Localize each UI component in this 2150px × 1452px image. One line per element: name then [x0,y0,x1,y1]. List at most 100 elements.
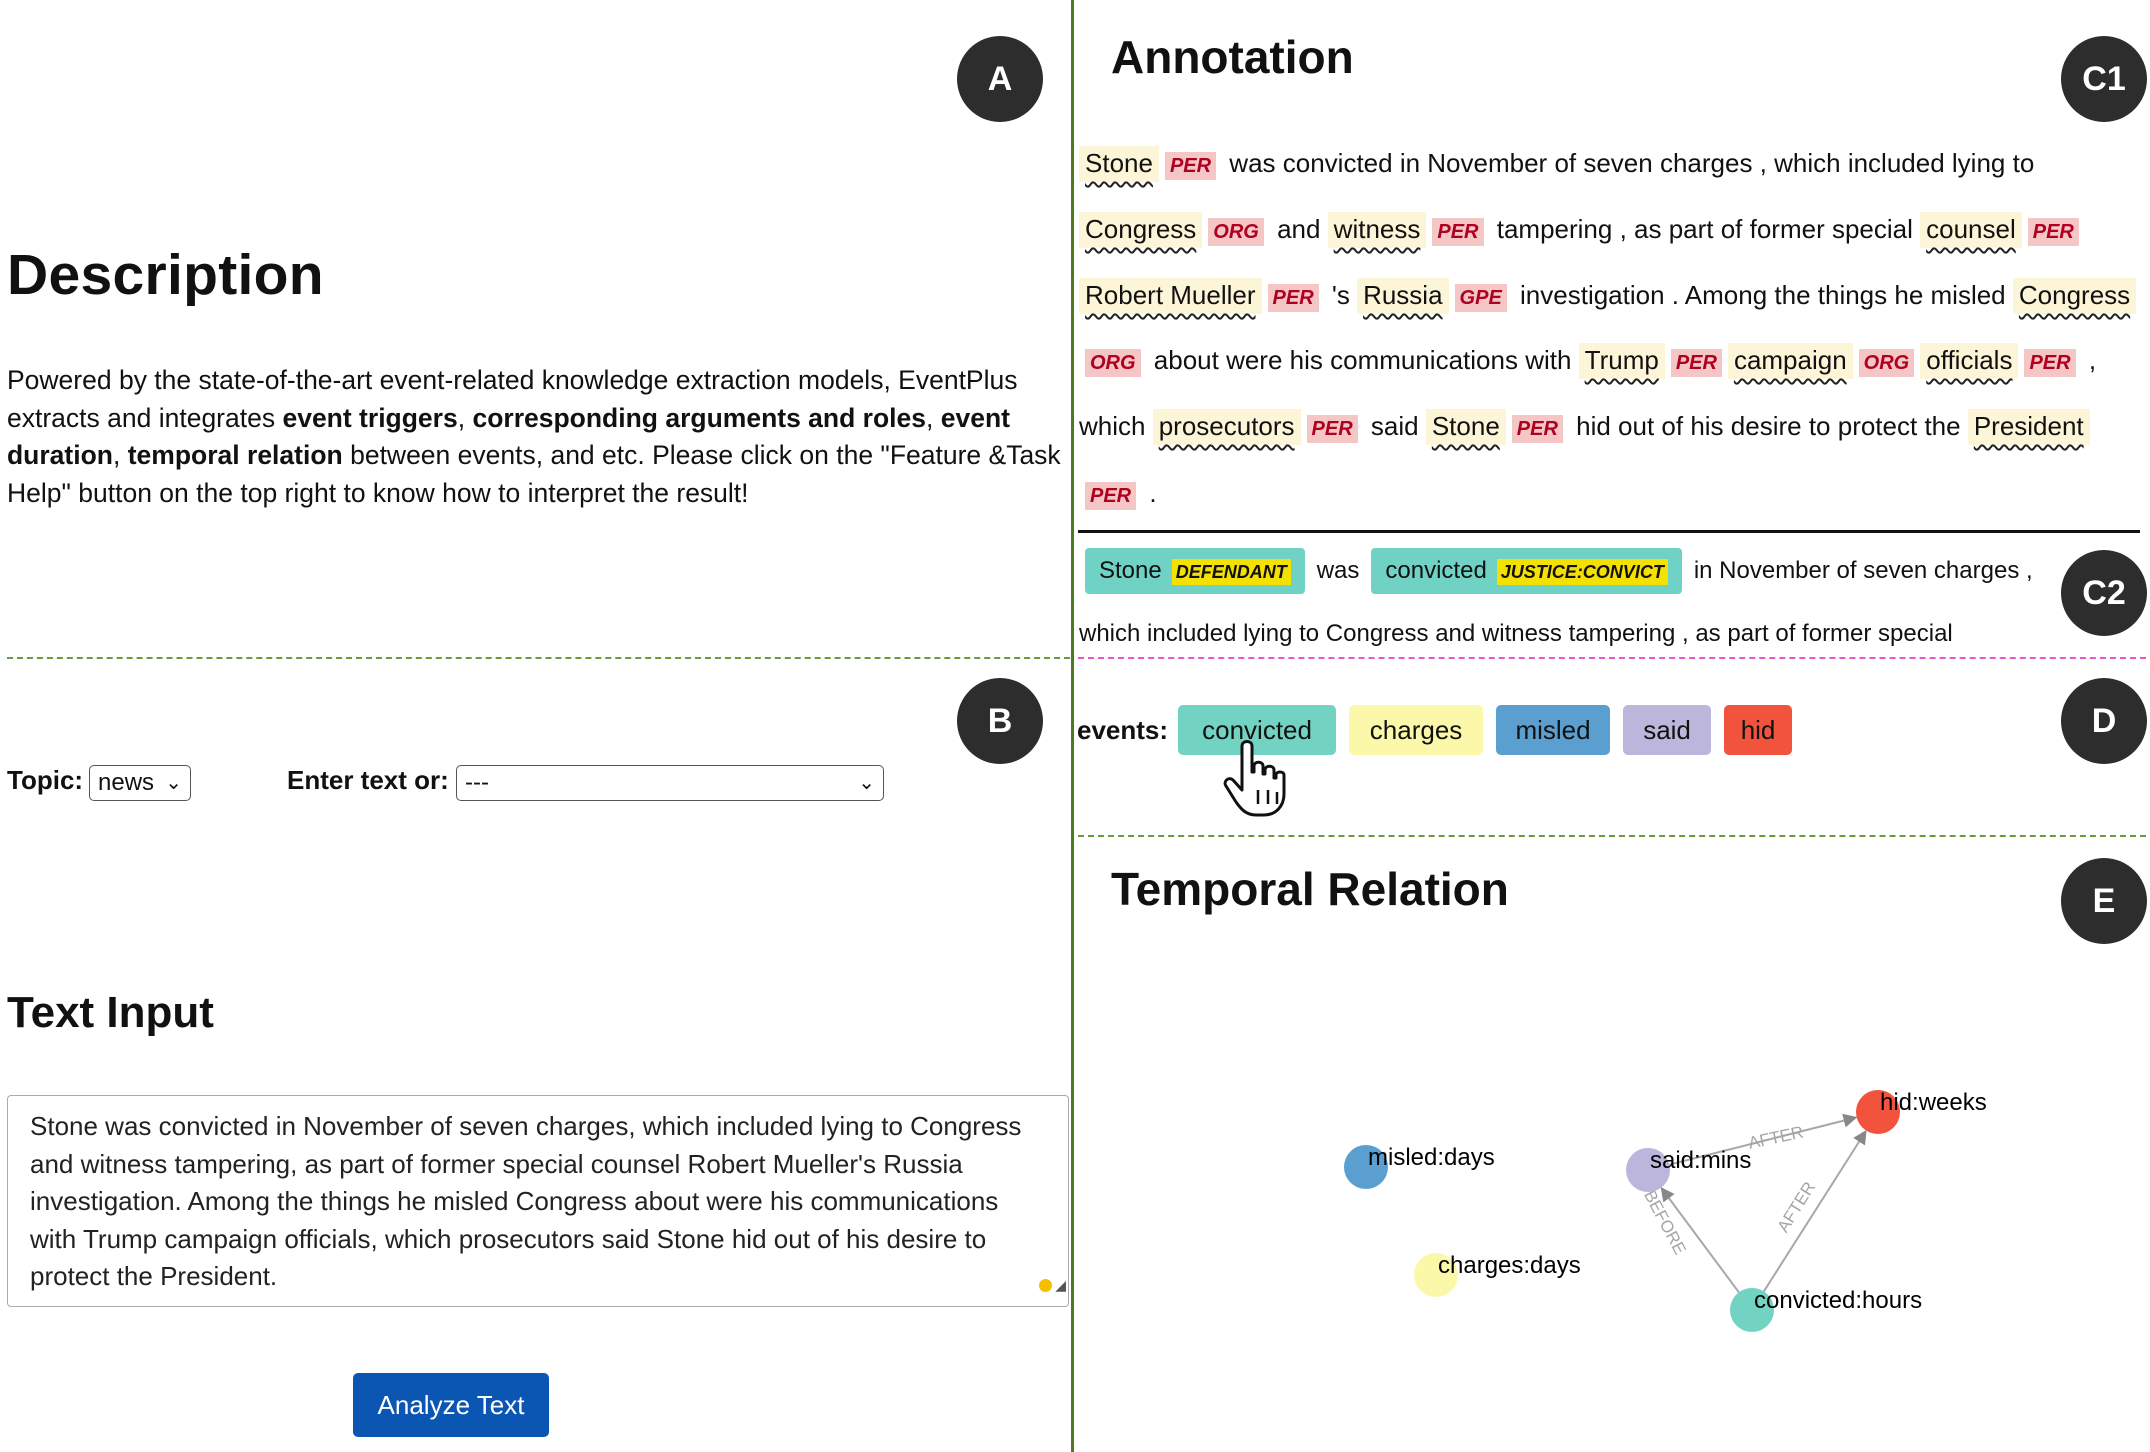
badge-a: A [957,36,1043,122]
plain-text: about were his communications with [1146,345,1579,375]
temporal-node[interactable] [1344,1145,1388,1189]
temporal-node[interactable] [1414,1253,1458,1297]
entity-type-tag: PER [1432,218,1484,246]
plain-text: investigation . Among the things he misl… [1512,280,2013,310]
entity-mention[interactable]: Trump [1578,343,1665,379]
description-text: Powered by the state-of-the-art event-re… [7,362,1062,512]
temporal-node-label: charges:days [1438,1252,1581,1279]
entity-mention[interactable]: Stone [1425,409,1506,445]
plain-text: 's [1324,280,1358,310]
temporal-edge-label: AFTER [1747,1123,1805,1153]
description-part: , [113,440,128,470]
event-button-misled[interactable]: misled [1496,705,1611,755]
entity-type-tag: PER [1085,482,1137,510]
entity-mention[interactable]: Robert Mueller [1079,278,1262,314]
event-label: convicted [1202,714,1312,745]
entity-type-tag: ORG [1085,349,1141,377]
argument-line-2: which included lying to Congress and wit… [1079,620,1953,647]
temporal-node-label: misled:days [1368,1144,1495,1171]
description-part: between events, and etc. Please click on… [7,440,1061,508]
temporal-node[interactable] [1730,1288,1774,1332]
chevron-down-icon: ⌄ [858,772,875,794]
panel-divider[interactable] [1071,0,1074,1452]
entity-mention[interactable]: counsel [1920,212,2022,248]
annotation-line: ORG about were his communications with T… [1079,343,2097,379]
chevron-down-icon: ⌄ [165,772,182,794]
trigger-convicted[interactable]: convicted JUSTICE:CONVICT [1371,548,1682,594]
section-divider-c1c2 [1078,530,2140,533]
entity-type-tag: PER [1267,284,1319,312]
entity-mention[interactable]: Russia [1357,278,1449,314]
topic-select[interactable]: news ⌄ [89,765,191,801]
entity-type-tag: ORG [1208,218,1264,246]
entity-type-tag: PER [1511,415,1563,443]
events-bar: events: convicted charges misled said hi… [1077,705,1805,755]
entity-mention[interactable]: Congress [2012,278,2137,314]
description-bold-duration: event duration [7,402,1010,471]
event-button-said[interactable]: said [1623,705,1712,755]
entity-mention[interactable]: officials [1920,343,2019,379]
text-input-area[interactable]: Stone was convicted in November of seven… [7,1095,1069,1307]
event-label: charges [1369,714,1463,745]
entity-mention[interactable]: campaign [1727,343,1853,379]
plain-text: which [1079,411,1153,441]
entity-type-tag: ORG [1858,349,1915,377]
entity-mention[interactable]: Congress [1079,212,1203,248]
event-button-charges[interactable]: charges [1349,705,1484,755]
example-select[interactable]: --- ⌄ [456,765,884,801]
entity-mention[interactable]: Stone [1079,146,1159,182]
hand-pointer-icon [1223,740,1286,817]
text-input-value: Stone was convicted in November of seven… [30,1111,1022,1291]
plain-text: tampering , as part of former special [1489,214,1921,244]
description-title: Description [7,243,324,307]
event-label: said [1643,714,1691,745]
temporal-node-label: said:mins [1650,1147,1751,1174]
plain-text: . [1142,478,1157,508]
plain-text: hid out of his desire to protect the [1568,411,1968,441]
temporal-node[interactable] [1626,1148,1670,1192]
event-button-hid[interactable]: hid [1724,705,1793,755]
description-part: Powered by the state-of-the-art event-re… [7,365,1018,433]
temporal-edge-label: BEFORE [1640,1187,1690,1258]
plain-text: , [2081,345,2097,375]
events-label: events: [1077,714,1169,745]
section-divider-de [1078,835,2146,837]
resize-handle-icon[interactable]: ◢ [1055,1276,1066,1293]
event-type-tag: JUSTICE:CONVICT [1496,559,1668,585]
entity-mention[interactable]: President [1967,409,2090,445]
entity-type-tag: PER [1306,415,1358,443]
analyze-text-button[interactable]: Analyze Text [353,1373,549,1437]
trigger-word: convicted [1385,557,1487,584]
topic-label: Topic: [7,765,84,795]
topic-select-value: news [98,769,155,796]
temporal-edge [1762,1129,1867,1292]
temporal-edge [1660,1187,1740,1293]
event-label: hid [1740,714,1776,745]
event-label: misled [1515,714,1591,745]
description-part: , [926,402,941,433]
annotation-line: PER . [1079,478,1157,510]
badge-c1: C1 [2061,36,2147,122]
temporal-node-label: convicted:hours [1754,1287,1922,1314]
argument-word: Stone [1099,557,1162,584]
entity-mention[interactable]: witness [1327,212,1427,248]
event-button-convicted[interactable]: convicted [1178,705,1337,755]
plain-text: and [1269,214,1328,244]
entity-type-tag: PER [2024,349,2076,377]
plain-text: was convicted in November of seven charg… [1222,148,2035,178]
plain-word: was [1316,557,1360,584]
description-bold-temporal: temporal relation [127,440,343,470]
entity-mention[interactable]: prosecutors [1152,409,1301,445]
section-divider-c2d [1078,657,2146,659]
entity-type-tag: PER [2027,218,2079,246]
enter-text-label: Enter text or: [287,765,449,795]
plain-text: said [1363,411,1426,441]
text-input-title: Text Input [7,988,214,1037]
temporal-node[interactable] [1856,1090,1900,1134]
badge-b: B [957,678,1043,764]
temporal-edge [1669,1113,1858,1166]
description-bold-arguments: corresponding arguments and roles [472,402,926,433]
